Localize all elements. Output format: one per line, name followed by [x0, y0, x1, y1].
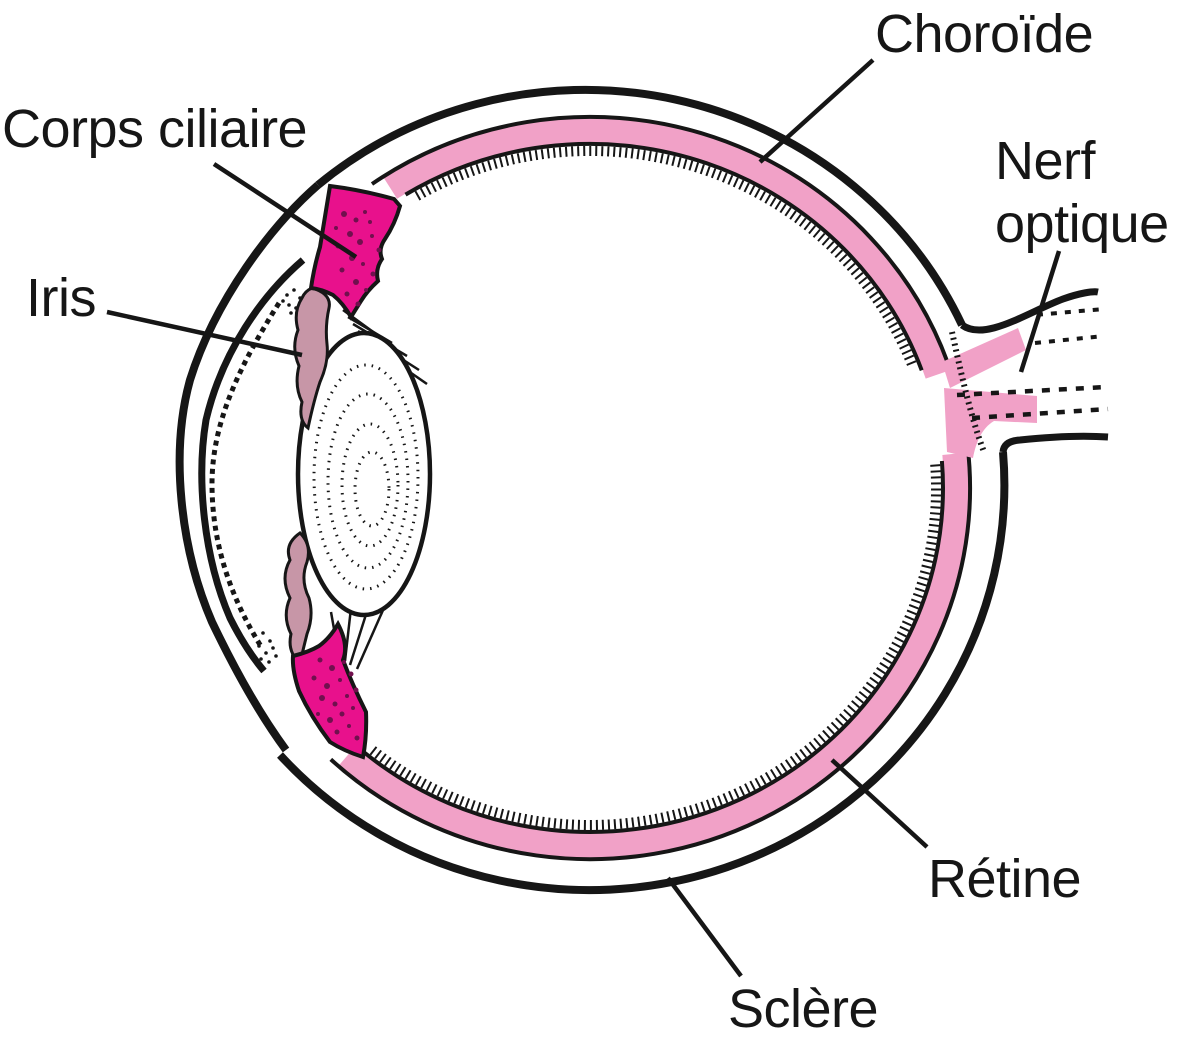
label-nerf-optique: Nerf optique: [995, 130, 1169, 256]
iris-lower: [283, 531, 313, 666]
lens-dotted-ring: [353, 450, 391, 528]
retina-fuzz-texture-upper: [414, 145, 918, 370]
label-corps-ciliaire: Corps ciliaire: [2, 99, 308, 159]
lens-dotted-ring: [340, 422, 400, 548]
leader-line-retine: [830, 758, 929, 849]
cornea: [175, 181, 321, 753]
retina-inner-edge-lower: [361, 460, 945, 834]
choroid-band-upper: [383, 117, 951, 379]
lens-dotted-ring: [312, 363, 420, 591]
ciliary-bodies: [290, 183, 403, 760]
leader-line-corps-ciliaire: [212, 162, 358, 259]
leader-line-nerf-optique: [1018, 250, 1062, 373]
cornea-outer-curve: [175, 181, 321, 753]
choroid-retina-band: [329, 114, 973, 862]
label-choroide: Choroïde: [875, 4, 1094, 64]
label-retine: Rétine: [928, 849, 1082, 909]
anterior-chamber-serrated-edge: [209, 301, 282, 650]
zonule-fiber: [355, 600, 389, 670]
lens-outline: [295, 330, 433, 618]
label-sclere: Sclère: [728, 979, 879, 1039]
retina-fuzz-texture-lower: [369, 464, 941, 830]
leader-line-choroide: [758, 58, 875, 164]
choroid-outer-edge-lower: [329, 445, 973, 862]
sclera-outline: [277, 85, 1009, 895]
sclera-arc-upper: [315, 85, 966, 327]
leader-lines: [106, 58, 1062, 978]
optic-canal-fuzz: [949, 331, 987, 454]
optic-nerve-pink-stripe-lower: [944, 388, 1037, 458]
optic-nerve-sheath-upper: [959, 288, 1099, 334]
nerve-fiber-dotted-line-3: [956, 384, 1107, 398]
stipple-patch-lower: [257, 631, 278, 664]
leader-line-sclere: [666, 876, 743, 978]
label-nerf-optique-line2: optique: [995, 194, 1169, 254]
lens-dotted-ring: [326, 392, 410, 570]
choroid-band-lower: [338, 452, 970, 859]
lens: [295, 330, 433, 618]
label-iris: Iris: [26, 268, 96, 328]
optic-nerve: [942, 288, 1109, 458]
choroid-outer-edge-upper: [370, 114, 956, 381]
ciliary-speckles-lower: [311, 657, 360, 741]
stipple-patch-upper: [281, 288, 304, 315]
retina-inner-edge-upper: [404, 141, 924, 372]
iris-upper: [293, 286, 331, 431]
sclera-arc-lower: [277, 451, 1009, 895]
cornea-inner-curve: [198, 257, 306, 674]
iris-shapes: [283, 286, 331, 666]
label-nerf-optique-line1: Nerf: [995, 131, 1096, 191]
optic-nerve-sheath-lower: [999, 432, 1109, 453]
nerve-fiber-dotted-line-4: [971, 406, 1109, 421]
nerve-fiber-dotted-line-2: [1034, 334, 1105, 345]
optic-nerve-pink-stripe-upper: [942, 328, 1026, 388]
ciliary-body-upper: [308, 183, 403, 321]
leader-line-iris: [106, 309, 303, 358]
